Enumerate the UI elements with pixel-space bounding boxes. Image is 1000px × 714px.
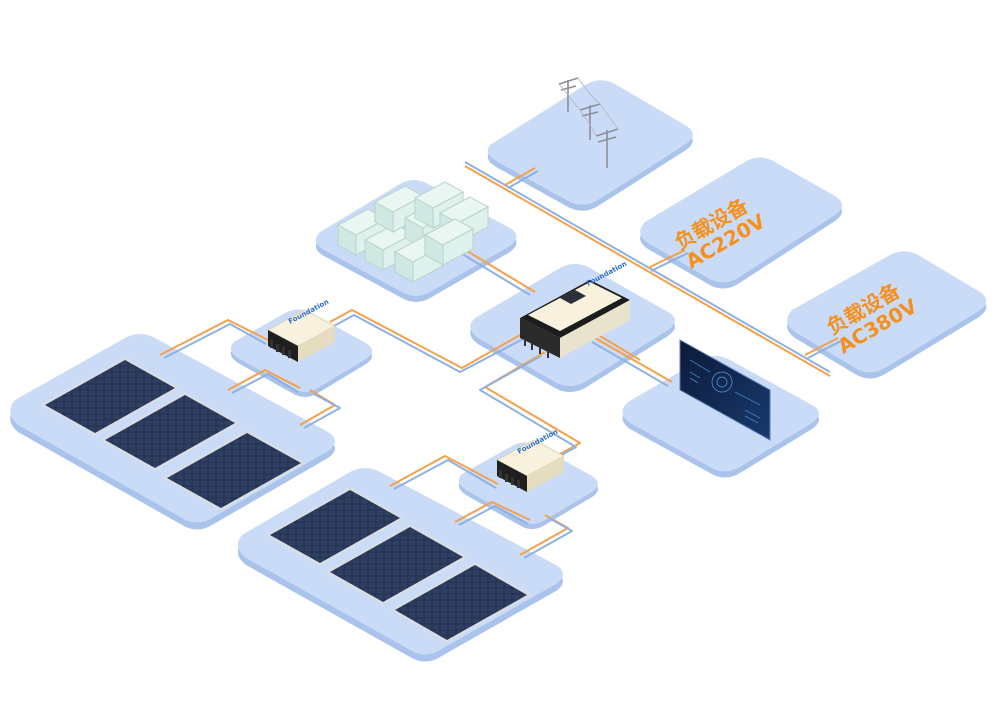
battery-icon [336, 181, 490, 283]
pv2-wiring [389, 455, 573, 559]
platforms [10, 80, 987, 662]
cables [159, 161, 842, 559]
battery-inverter-cable [461, 247, 536, 293]
power-pole-3 [595, 128, 619, 168]
load-ac220-platform [640, 157, 842, 289]
solar-panel-1c [162, 430, 306, 511]
solar-panel-2a [265, 487, 405, 566]
power-pole-icon [558, 77, 619, 168]
solar-panel-2b [325, 524, 468, 605]
ac-bus-lines [464, 161, 842, 377]
solar-panel-1b [100, 392, 240, 471]
solar-panel-1a [40, 357, 180, 436]
combiner2-inverter-cable [479, 351, 581, 459]
inverter-monitor-cable [594, 337, 673, 383]
battery-bank [336, 181, 490, 283]
combiner1-inverter-cable [329, 309, 524, 373]
power-pole-2 [579, 103, 601, 140]
pv1-wiring [159, 319, 341, 429]
solar-panel-2c [390, 562, 532, 643]
combiner-box-1: Foundation [267, 298, 336, 362]
monitor-screen-icon [679, 339, 771, 441]
grid-platform [487, 80, 693, 211]
solar-panel-icon [40, 357, 532, 643]
